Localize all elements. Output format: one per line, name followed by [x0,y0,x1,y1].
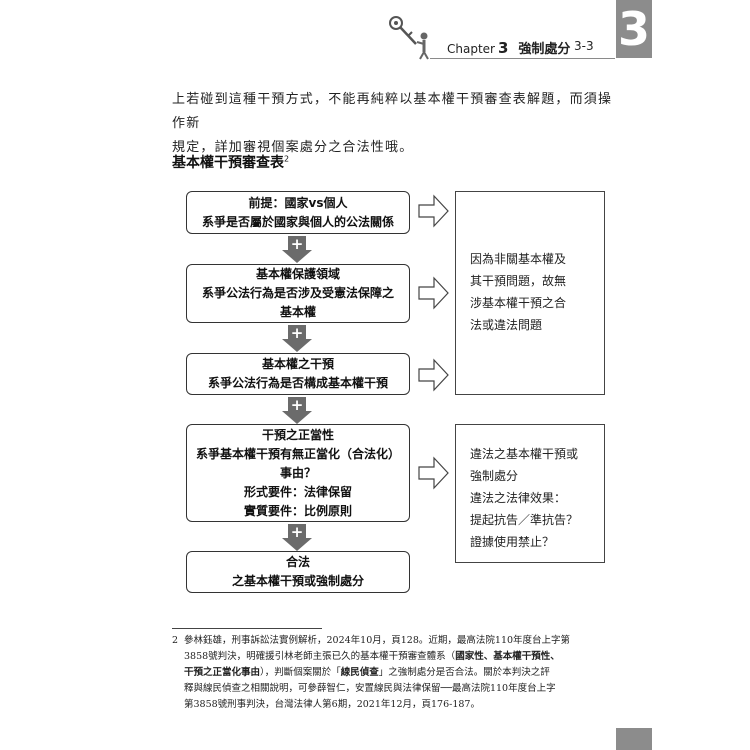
flow-box-protection-scope: 基本權保護領域 系爭公法行為是否涉及受憲法保障之 基本權 [186,264,410,323]
footnote-line-3c: 線民偵查 [340,667,379,678]
right-arrow-2 [418,276,449,310]
flow-box-lawful-title: 合法 [285,555,310,569]
side-box-1-line-2: 其干預問題，故無 [470,274,567,288]
flow-box-justification: 干預之正當性 系爭基本權干預有無正當化（合法化） 事由？ 形式要件：法律保留 實… [186,424,410,522]
footnote-line-2: 3858號判決，明確援引林老師主張已久的基本權干預審查體系（國家性、基本權干預性… [184,649,630,665]
key-person-icon [389,16,429,60]
chapter-tab: 3 [616,0,652,58]
side-box-1-line-4: 法或違法問題 [470,318,543,332]
flow-box-interference-title: 基本權之干預 [261,357,334,371]
intro-line-1: 上若碰到這種干預方式，不能再純粹以基本權干預審查表解題，而須操作新 [172,92,613,131]
chapter-label: Chapter [447,42,495,56]
plus-sign-4: + [291,523,304,541]
footnote-line-3a: 干預之正當化事由 [184,667,261,678]
footnote: 2 參林鈺雄，刑事訴訟法實例解析，2024年10月，頁128。近期，最高法院11… [172,633,630,713]
chapter-number: 3 [497,39,509,57]
side-box-2-line-5: 證據使用禁止？ [470,535,555,549]
footnote-rule [172,628,322,629]
side-box-not-applicable: 因為非關基本權及 其干預問題，故無 涉基本權干預之合 法或違法問題 [455,191,605,395]
section-title-text: 基本權干預審查表 [172,155,284,171]
side-box-1-line-3: 涉基本權干預之合 [470,296,567,310]
flow-box-justification-title: 干預之正當性 [261,427,334,442]
side-box-2-line-4: 提起抗告／準抗告？ [470,513,579,527]
footnote-number: 2 [172,635,179,646]
plus-sign-2: + [291,324,304,342]
flow-box-premise-title: 前提：國家vs個人 [248,195,348,210]
intro-paragraph: 上若碰到這種干預方式，不能再純粹以基本權干預審查表解題，而須操作新 規定，詳加審… [172,88,622,160]
footnote-line-3b: ），判斷個案關於「 [260,667,341,678]
plus-sign-1: + [291,235,304,253]
flow-box-interference: 基本權之干預 系爭公法行為是否構成基本權干預 [186,353,410,395]
footnote-text: 參林鈺雄，刑事訴訟法實例解析，2024年10月，頁128。近期，最高法院110年… [184,633,630,713]
right-arrow-3 [418,358,449,392]
flow-box-justification-line5: 實質要件：比例原則 [243,503,352,518]
page-number: 3-3 [574,39,594,53]
side-box-unlawful: 違法之基本權干預或 強制處分 違法之法律效果： 提起抗告／準抗告？ 證據使用禁止… [455,424,605,563]
flow-box-justification-line3: 事由？ [279,465,316,480]
footnote-line-3d: 」之強制處分是否合法。關於本判決之評 [378,667,550,678]
flow-box-interference-line2: 系爭公法行為是否構成基本權干預 [207,376,388,390]
flow-box-protection-line2: 系爭公法行為是否涉及受憲法保障之 [201,286,394,300]
footnote-line-2b: 國家性、基本權干預性、 [455,651,560,662]
flow-box-protection-line3: 基本權 [279,305,316,319]
footnote-line-2a: 3858號判決，明確援引林老師主張已久的基本權干預審查體系（ [184,651,456,662]
chapter-title: 強制處分 [518,42,571,57]
side-box-2-line-1: 違法之基本權干預或 [470,447,579,461]
right-arrow-1 [418,194,449,228]
flow-box-lawful-line2: 之基本權干預或強制處分 [231,574,364,588]
right-arrow-4 [418,456,449,490]
side-box-2-line-3: 違法之法律效果： [470,491,567,505]
flow-box-protection-title: 基本權保護領域 [255,267,340,281]
flow-box-justification-line4: 形式要件：法律保留 [243,484,352,499]
footnote-line-5: 第3858號刑事判決，台灣法律人第6期，2021年12月，頁176-187。 [184,699,480,710]
intro-line-2: 規定，詳加審視個案處分之合法性哦。 [172,140,414,155]
flow-box-lawful: 合法 之基本權干預或強制處分 [186,551,410,593]
side-box-1-line-1: 因為非關基本權及 [470,252,567,266]
header-rule [430,58,615,59]
side-box-2-line-2: 強制處分 [470,469,519,483]
flow-box-justification-line2: 系爭基本權干預有無正當化（合法化） [195,446,400,461]
footnote-line-3: 干預之正當化事由），判斷個案關於「線民偵查」之強制處分是否合法。關於本判決之評 [184,665,630,681]
flow-box-premise: 前提：國家vs個人 系爭是否屬於國家與個人的公法關係 [186,191,410,234]
flow-box-premise-line2: 系爭是否屬於國家與個人的公法關係 [201,214,394,229]
corner-tab [616,728,652,750]
footnote-line-4: 釋與線民偵查之相關說明，可參薛智仁，安置線民與法律保留──最高法院110年度台上… [184,683,556,694]
section-title: 基本權干預審查表2 [172,152,289,172]
footnote-ref: 2 [284,154,290,164]
plus-sign-3: + [291,396,304,414]
footnote-line-1: 參林鈺雄，刑事訴訟法實例解析，2024年10月，頁128。近期，最高法院110年… [184,635,571,646]
